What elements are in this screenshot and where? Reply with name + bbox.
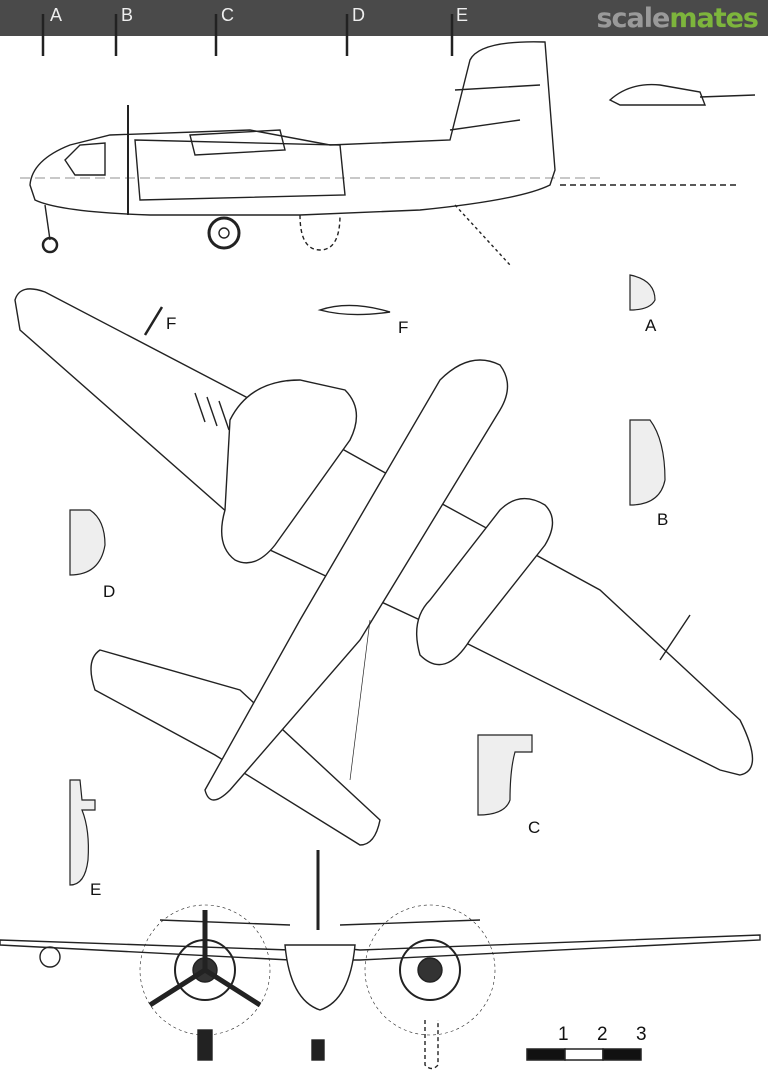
scale-label-2: 2 (597, 1024, 608, 1045)
section-label-a: A (645, 316, 657, 335)
station-marker-c: C (221, 5, 234, 25)
front-view (0, 850, 761, 1070)
station-markers (41, 14, 454, 56)
station-marker-e: E (456, 5, 469, 25)
section-profiles (69, 274, 666, 886)
section-label-c: C (528, 818, 541, 837)
top-bar (0, 0, 768, 36)
scalemates-logo[interactable]: scalemates (596, 3, 759, 34)
side-view (20, 41, 756, 266)
station-marker-a: A (50, 5, 63, 25)
scale-bar (526, 1048, 642, 1061)
scale-label-1: 1 (558, 1024, 569, 1045)
section-label-d: D (103, 582, 116, 601)
station-marker-d: D (352, 5, 365, 25)
scale-label-3: 3 (636, 1024, 647, 1045)
top-view (14, 288, 754, 846)
station-marker-b: B (121, 5, 134, 25)
section-label-b: B (657, 510, 669, 529)
section-label-f: F (398, 318, 409, 337)
section-marker-f: F (166, 314, 177, 333)
section-label-e: E (90, 880, 102, 899)
